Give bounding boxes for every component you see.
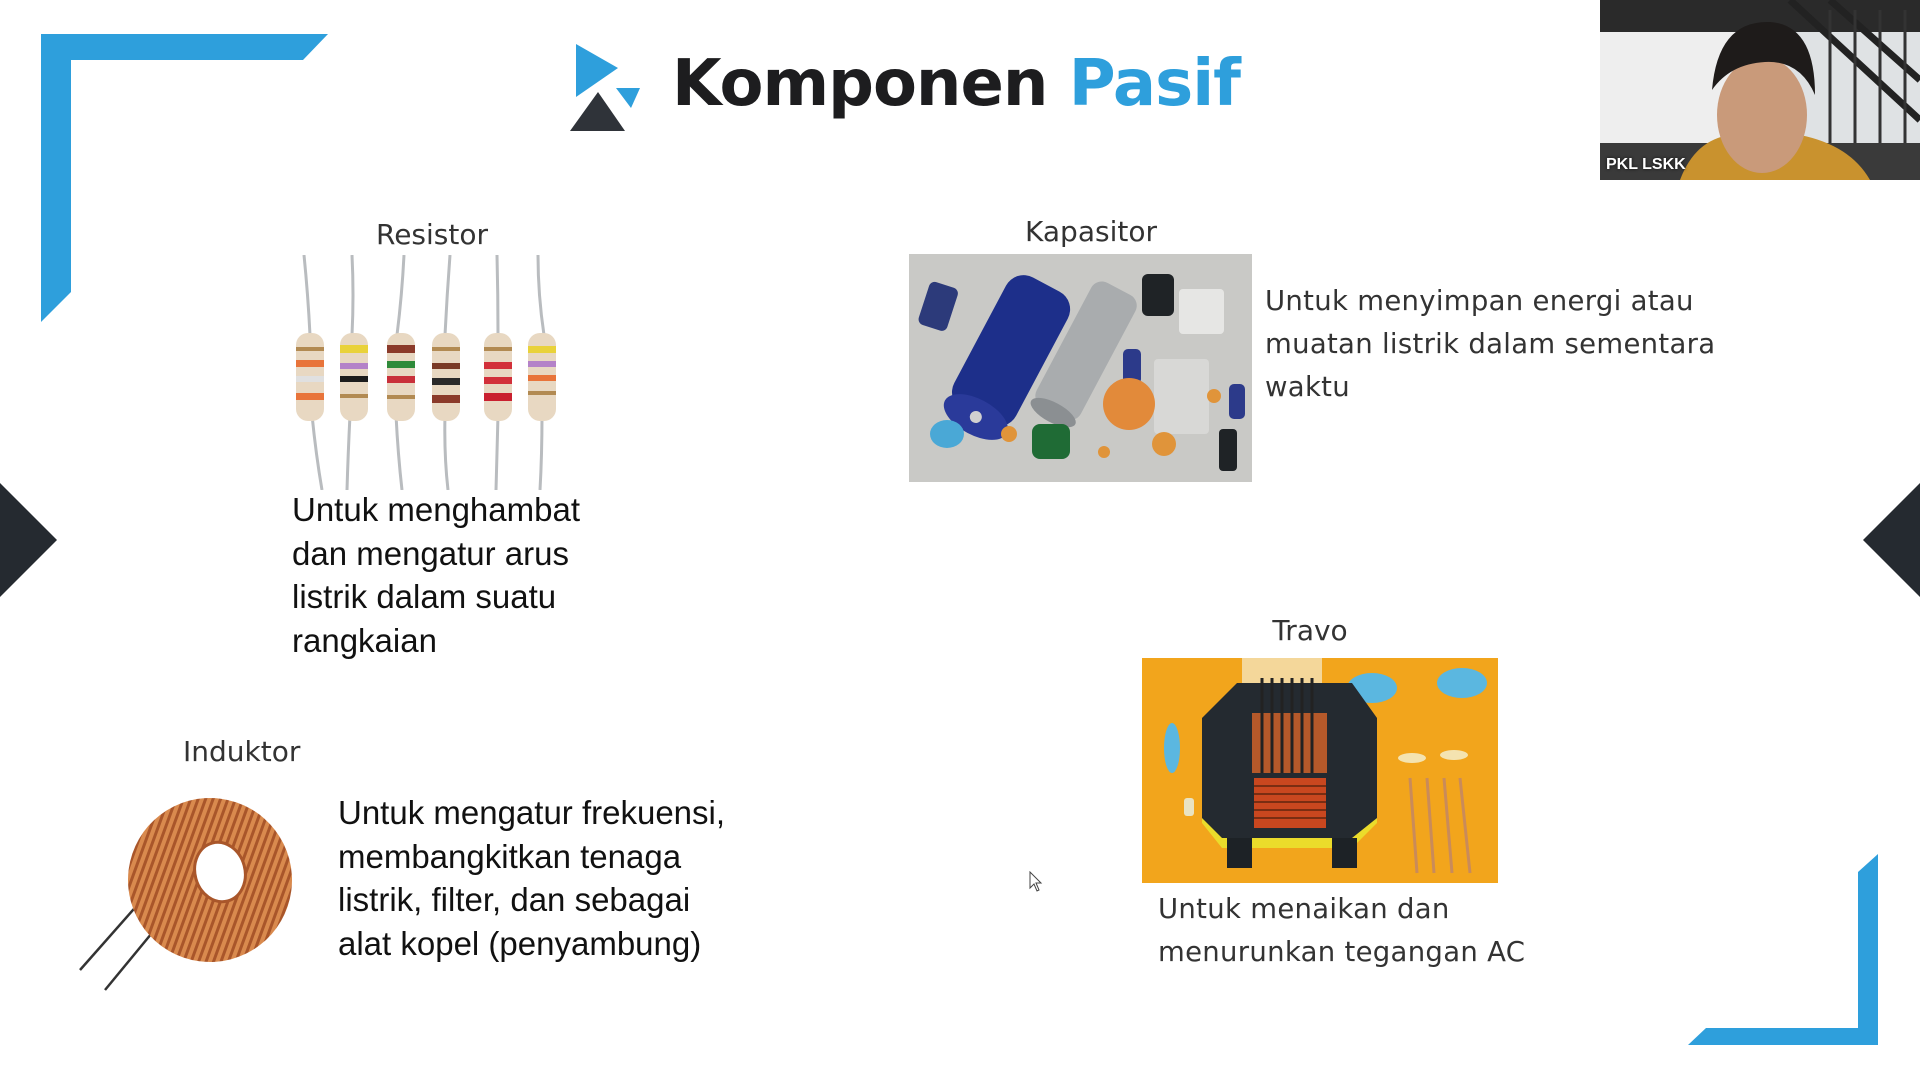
previous-slide-button[interactable] [0, 480, 60, 600]
capacitors-photo [909, 254, 1252, 482]
bottom-right-corner-bracket [1688, 854, 1878, 1045]
logo-icon [570, 44, 640, 131]
mouse-cursor-icon [1029, 871, 1043, 892]
resistor-label: Resistor [376, 218, 488, 251]
resistors-photo [292, 255, 562, 490]
slide-title-accent: Pasif [1068, 47, 1241, 121]
slide-title: Komponen Pasif [672, 44, 1241, 124]
chevron-left-icon [0, 483, 57, 597]
travo-description: Untuk menaikan dan menurunkan tegangan A… [1158, 893, 1526, 968]
kapasitor-label: Kapasitor [1025, 215, 1157, 248]
kapasitor-description: Untuk menyimpan energi atau muatan listr… [1265, 285, 1716, 403]
induktor-label: Induktor [183, 735, 301, 768]
toroidal-inductor-photo [79, 798, 292, 991]
participant-video-feed [1600, 0, 1920, 180]
chevron-right-icon [1863, 483, 1920, 597]
induktor-description: Untuk mengatur frekuensi, membangkitkan … [338, 794, 726, 962]
travo-label: Travo [1272, 614, 1348, 647]
top-left-corner-bracket [41, 34, 328, 322]
participant-video-tile[interactable]: PKL LSKK [1600, 0, 1920, 180]
resistor-description: Untuk menghambat dan mengatur arus listr… [292, 491, 580, 659]
participant-name-label: PKL LSKK [1606, 156, 1686, 173]
slide-title-main: Komponen [672, 47, 1048, 121]
transformer-photo [1142, 658, 1498, 883]
next-slide-button[interactable] [1860, 480, 1920, 600]
